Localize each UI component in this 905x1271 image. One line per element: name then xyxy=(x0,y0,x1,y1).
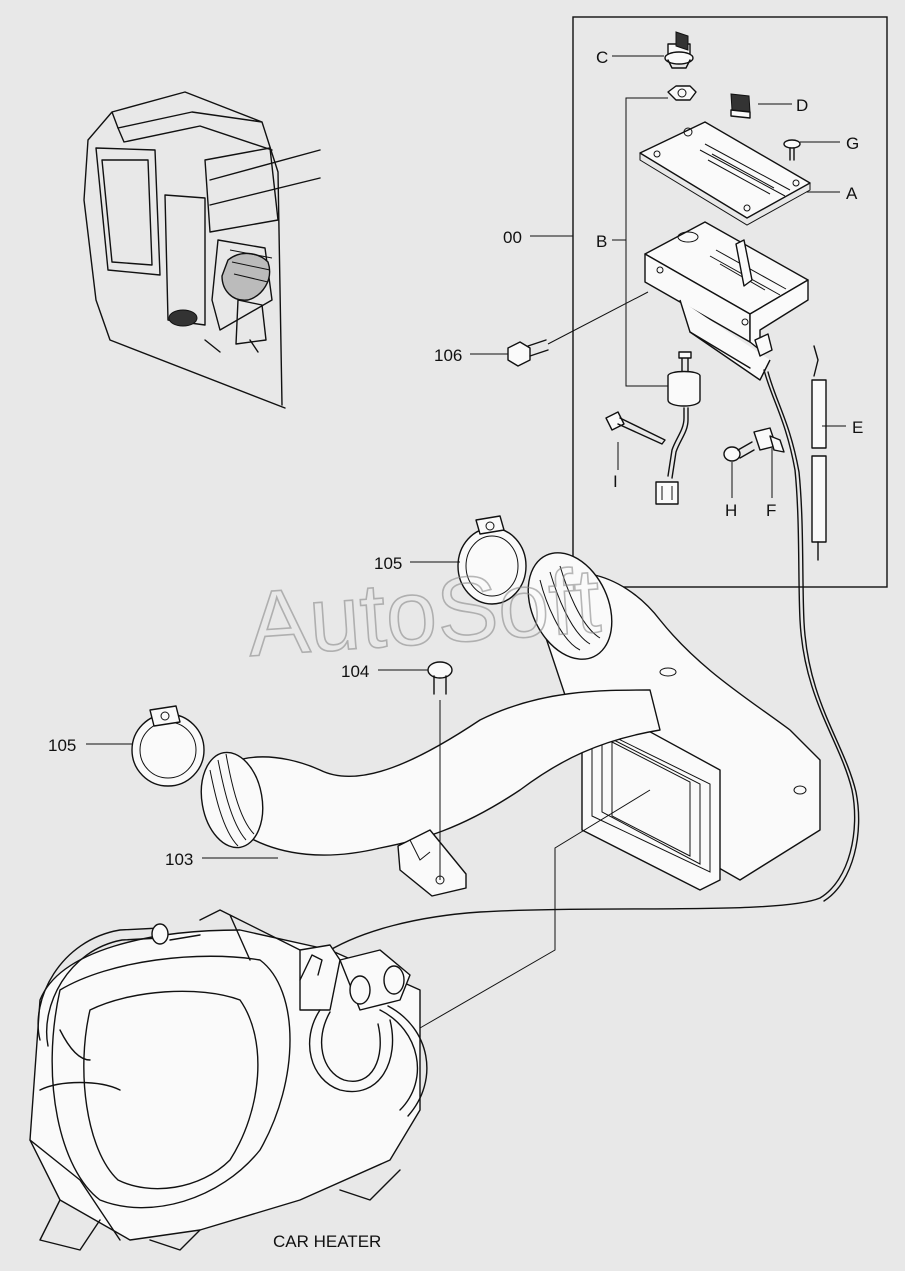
outlet-to-heater-leader xyxy=(419,789,651,1029)
callout-104: 104 xyxy=(341,662,369,681)
lever-knob-part xyxy=(730,93,751,119)
callout-g: G xyxy=(846,134,859,153)
hose-clamp-lower xyxy=(131,705,205,787)
switch-part xyxy=(655,351,701,505)
bolt-106-part xyxy=(507,339,549,367)
control-bracket-box xyxy=(644,221,809,381)
control-panel-plate xyxy=(639,121,811,226)
callout-a: A xyxy=(846,184,858,203)
callout-105-upper: 105 xyxy=(374,554,402,573)
control-cable xyxy=(321,369,860,956)
diagram-caption: CAR HEATER xyxy=(273,1232,381,1251)
callout-f: F xyxy=(766,501,776,520)
callout-i: I xyxy=(613,472,618,491)
callout-105-lower: 105 xyxy=(48,736,76,755)
bolt-104-part xyxy=(427,661,453,880)
hose-clamp-upper xyxy=(457,515,527,605)
cable-tie-part xyxy=(605,411,666,445)
cab-illustration xyxy=(83,91,321,409)
callout-e: E xyxy=(852,418,863,437)
screw-clip-part xyxy=(723,427,785,462)
kit-frame xyxy=(572,16,888,588)
control-rod-part xyxy=(811,345,827,561)
callout-h: H xyxy=(725,501,737,520)
heater-unit xyxy=(29,909,428,1251)
air-duct-assembly xyxy=(200,552,821,897)
watermark: AutoSoft xyxy=(244,550,603,676)
callout-d: D xyxy=(796,96,808,115)
callout-103: 103 xyxy=(165,850,193,869)
callout-leaders xyxy=(86,55,846,859)
knob-part xyxy=(664,31,697,101)
callout-00: 00 xyxy=(503,228,522,247)
callout-labels: 00 C B D G A E I H F 106 105 104 105 103 xyxy=(48,48,863,869)
callout-106: 106 xyxy=(434,346,462,365)
callout-c: C xyxy=(596,48,608,67)
callout-b: B xyxy=(596,232,607,251)
small-screw-part xyxy=(783,139,801,161)
